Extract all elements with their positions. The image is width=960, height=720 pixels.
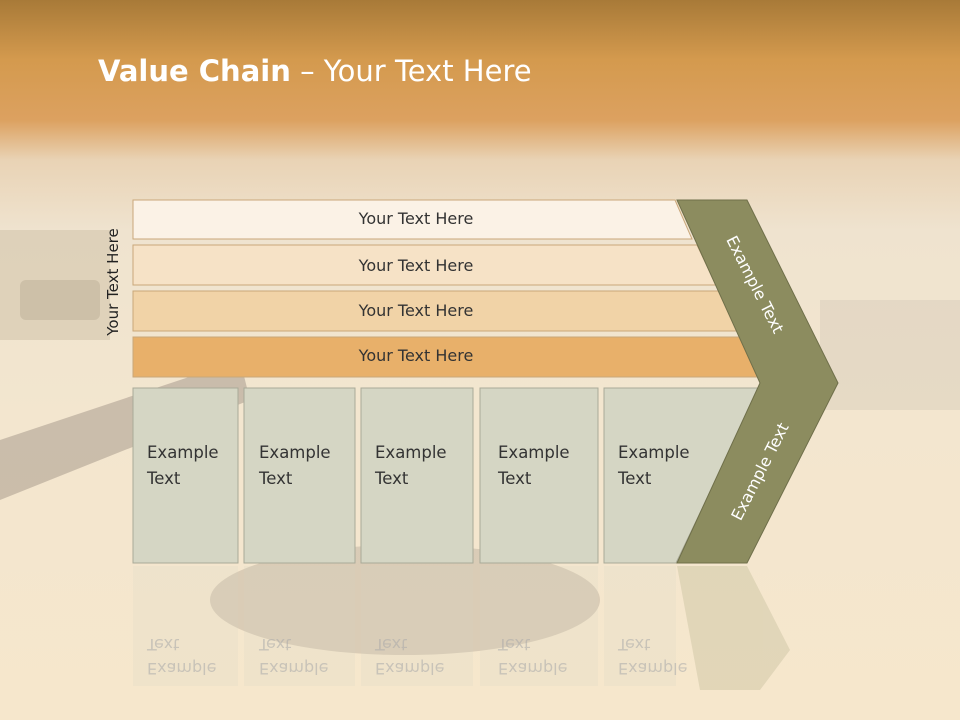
box-label-5-line2: Text	[618, 469, 652, 488]
box-label-4: Example Text	[498, 440, 570, 492]
box-label-5-line1: Example	[618, 443, 690, 462]
box-label-2-line2: Text	[259, 469, 293, 488]
box-label-4-line1: Example	[498, 443, 570, 462]
gavel-base	[210, 545, 600, 655]
reflection	[133, 566, 790, 690]
row-label-2: Your Text Here	[358, 256, 474, 275]
row-label-4: Your Text Here	[358, 346, 474, 365]
box-label-2-line1: Example	[259, 443, 331, 462]
row-label-1: Your Text Here	[358, 209, 474, 228]
box-label-4-line2: Text	[498, 469, 532, 488]
row-label-3: Your Text Here	[358, 301, 474, 320]
title-rest: – Your Text Here	[290, 54, 532, 88]
box-label-1-line2: Text	[147, 469, 181, 488]
page-title: Value Chain – Your Text Here	[98, 54, 532, 88]
activity-box-3	[360, 387, 474, 564]
title-bold: Value Chain	[98, 54, 291, 88]
activity-box-2	[243, 387, 356, 564]
activity-box-1	[132, 387, 239, 564]
box-label-3-line2: Text	[375, 469, 409, 488]
background-book	[0, 230, 110, 340]
background-object	[820, 300, 960, 410]
box-label-1: Example Text	[147, 440, 219, 492]
margin-chevron	[676, 199, 839, 564]
box-label-2: Example Text	[259, 440, 331, 492]
box-label-5: Example Text	[618, 440, 690, 492]
background-book-spine	[20, 280, 100, 320]
activity-box-4	[479, 387, 599, 564]
support-row-1	[132, 199, 693, 240]
box-label-1-line1: Example	[147, 443, 219, 462]
box-label-3-line1: Example	[375, 443, 447, 462]
activity-box-5	[603, 387, 761, 564]
box-label-3: Example Text	[375, 440, 447, 492]
